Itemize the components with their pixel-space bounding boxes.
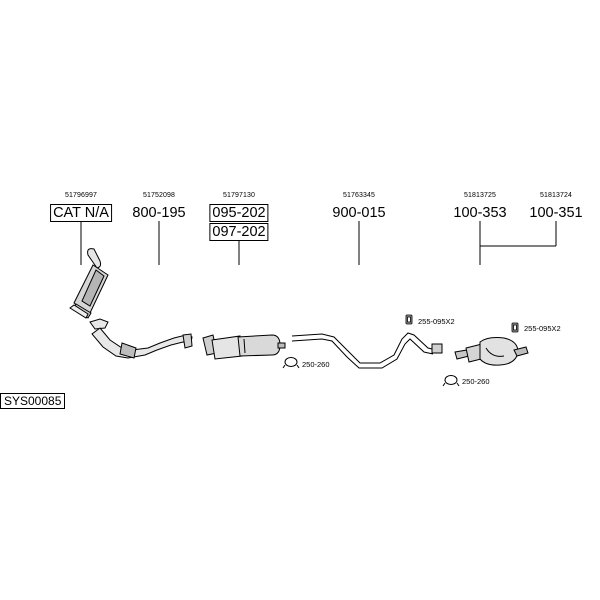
front-pipe-icon [89,318,193,359]
accessory-label: 250-260 [302,360,330,369]
part-number: 100-351 [529,205,583,221]
rubber-mount-icon [405,314,413,325]
part-number: 100-353 [453,205,507,221]
part-number-cat: CAT N/A [50,204,112,222]
accessory-label: 255-095X2 [418,317,455,326]
intermediate-pipe-icon [291,332,443,369]
clamp-icon [282,357,300,369]
accessory-label: 255-095X2 [524,324,561,333]
part-number-boxed: 095-202 [209,204,269,222]
middle-silencer-icon [202,334,286,360]
system-code-label: SYS00085 [0,393,66,409]
oem-number: 51813725 [464,192,496,199]
oem-number: 51797130 [223,192,255,199]
oem-number: 51813724 [540,192,572,199]
oem-number: 51752098 [143,192,175,199]
clamp-icon [442,375,460,387]
accessory-label: 250-260 [462,377,490,386]
oem-number: 51796997 [65,192,97,199]
rear-silencer-icon [454,337,529,366]
part-number: 900-015 [332,205,386,221]
part-number-boxed: 097-202 [209,223,269,241]
rubber-mount-icon [511,322,519,333]
catalytic-converter-icon [69,248,109,319]
part-number: 800-195 [132,205,186,221]
oem-number: 51763345 [343,192,375,199]
